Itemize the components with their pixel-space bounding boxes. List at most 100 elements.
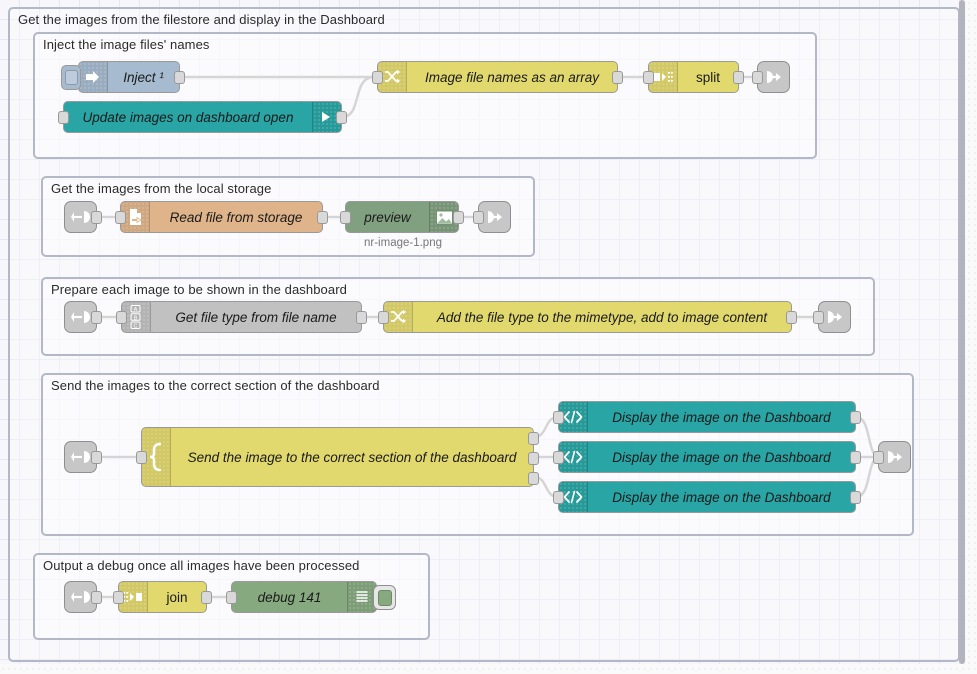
output-port-2[interactable] xyxy=(528,452,539,465)
node-debug[interactable]: debug 141 xyxy=(226,581,396,613)
debug-lines-icon xyxy=(347,582,376,612)
node-ui-event[interactable]: Update images on dashboard open xyxy=(58,101,347,133)
link-in-icon xyxy=(70,591,90,603)
node-link-out-1[interactable] xyxy=(752,61,790,93)
debug-enable-toggle[interactable] xyxy=(373,585,396,610)
svg-text:A: A xyxy=(134,307,138,313)
input-port[interactable] xyxy=(553,451,564,464)
inject-trigger-button[interactable] xyxy=(61,65,81,90)
node-link-in-4[interactable] xyxy=(64,441,102,473)
output-port[interactable] xyxy=(733,71,744,84)
input-port[interactable] xyxy=(116,311,127,324)
output-port[interactable] xyxy=(356,311,367,324)
input-port[interactable] xyxy=(226,591,237,604)
group-label-outer: Get the images from the filestore and di… xyxy=(18,12,385,27)
node-label-switch-section: Send the image to the correct section of… xyxy=(187,449,517,465)
node-label-change-mimetype: Add the file type to the mimetype, add t… xyxy=(436,309,768,325)
output-port[interactable] xyxy=(91,211,102,224)
input-port[interactable] xyxy=(643,71,654,84)
link-out-icon xyxy=(887,451,902,463)
output-port[interactable] xyxy=(317,211,328,224)
node-label-switch-filetype: Get file type from file name xyxy=(175,309,337,325)
output-port[interactable] xyxy=(91,591,102,604)
node-template-2[interactable]: Display the image on the Dashboard xyxy=(553,441,861,473)
input-port[interactable] xyxy=(813,311,824,324)
input-port[interactable] xyxy=(58,111,69,124)
output-port[interactable] xyxy=(453,211,464,224)
node-label-ui-event: Update images on dashboard open xyxy=(82,109,294,125)
group-inject[interactable]: Inject the image files' names xyxy=(33,32,817,159)
output-port[interactable] xyxy=(612,71,623,84)
input-port[interactable] xyxy=(378,311,389,324)
node-label-split: split xyxy=(695,69,720,85)
node-label-preview: preview xyxy=(364,209,411,225)
output-port-3[interactable] xyxy=(528,472,539,485)
code-tag-icon xyxy=(559,482,588,512)
input-port[interactable] xyxy=(553,491,564,504)
svg-text:B: B xyxy=(134,315,138,321)
node-label-debug: debug 141 xyxy=(257,589,322,605)
svg-text:C: C xyxy=(134,324,138,330)
input-port[interactable] xyxy=(372,71,383,84)
link-in-icon xyxy=(70,311,90,323)
node-link-out-3[interactable] xyxy=(813,301,851,333)
node-join[interactable]: join xyxy=(113,581,212,613)
node-label-change-filenames: Image file names as an array xyxy=(424,69,600,85)
output-port[interactable] xyxy=(850,491,861,504)
join-icon xyxy=(119,582,148,612)
input-port[interactable] xyxy=(115,211,126,224)
input-port[interactable] xyxy=(553,411,564,424)
node-label-file-read: Read file from storage xyxy=(169,209,303,225)
node-link-in-2[interactable] xyxy=(64,201,102,233)
image-preview-icon xyxy=(429,202,458,232)
group-label-inject: Inject the image files' names xyxy=(43,37,210,52)
node-label-template-2: Display the image on the Dashboard xyxy=(612,449,831,465)
group-label-send: Send the images to the correct section o… xyxy=(51,378,380,393)
input-port[interactable] xyxy=(873,451,884,464)
input-port[interactable] xyxy=(340,211,351,224)
output-port[interactable] xyxy=(336,111,347,124)
output-port[interactable] xyxy=(850,451,861,464)
node-change-filenames[interactable]: Image file names as an array xyxy=(372,61,623,93)
link-in-icon xyxy=(70,211,90,223)
input-port[interactable] xyxy=(752,71,763,84)
output-port[interactable] xyxy=(91,311,102,324)
node-switch-section[interactable]: Send the image to the correct section of… xyxy=(136,427,539,487)
node-link-out-2[interactable] xyxy=(473,201,511,233)
group-label-storage: Get the images from the local storage xyxy=(51,181,272,196)
group-label-output: Output a debug once all images have been… xyxy=(43,558,360,573)
node-image-preview[interactable]: preview nr-image-1.png xyxy=(340,201,464,249)
inject-arrow-icon xyxy=(79,62,108,92)
output-port[interactable] xyxy=(786,311,797,324)
input-port[interactable] xyxy=(473,211,484,224)
node-link-in-5[interactable] xyxy=(64,581,102,613)
node-template-3[interactable]: Display the image on the Dashboard xyxy=(553,481,861,513)
vertical-scrollbar[interactable] xyxy=(959,0,965,664)
input-port[interactable] xyxy=(113,591,124,604)
output-port[interactable] xyxy=(91,451,102,464)
node-template-1[interactable]: Display the image on the Dashboard xyxy=(553,401,861,433)
node-link-in-3[interactable] xyxy=(64,301,102,333)
output-port-1[interactable] xyxy=(528,432,539,445)
node-label-template-1: Display the image on the Dashboard xyxy=(612,409,831,425)
group-label-prepare: Prepare each image to be shown in the da… xyxy=(51,282,347,297)
node-file-read[interactable]: Read file from storage xyxy=(115,201,328,233)
output-port[interactable] xyxy=(201,591,212,604)
node-link-out-4[interactable] xyxy=(873,441,911,473)
link-out-icon xyxy=(487,211,502,223)
link-out-icon xyxy=(827,311,842,323)
output-port[interactable] xyxy=(174,71,185,84)
node-sublabel-preview: nr-image-1.png xyxy=(364,237,442,249)
node-inject[interactable]: Inject ¹ xyxy=(61,61,185,93)
node-label-template-3: Display the image on the Dashboard xyxy=(612,489,831,505)
node-label-inject: Inject ¹ xyxy=(123,69,164,85)
output-port[interactable] xyxy=(850,411,861,424)
link-in-icon xyxy=(70,451,90,463)
input-port[interactable] xyxy=(136,451,147,464)
node-split[interactable]: split xyxy=(643,61,744,93)
node-change-mimetype[interactable]: Add the file type to the mimetype, add t… xyxy=(378,301,797,333)
code-tag-icon xyxy=(559,402,588,432)
